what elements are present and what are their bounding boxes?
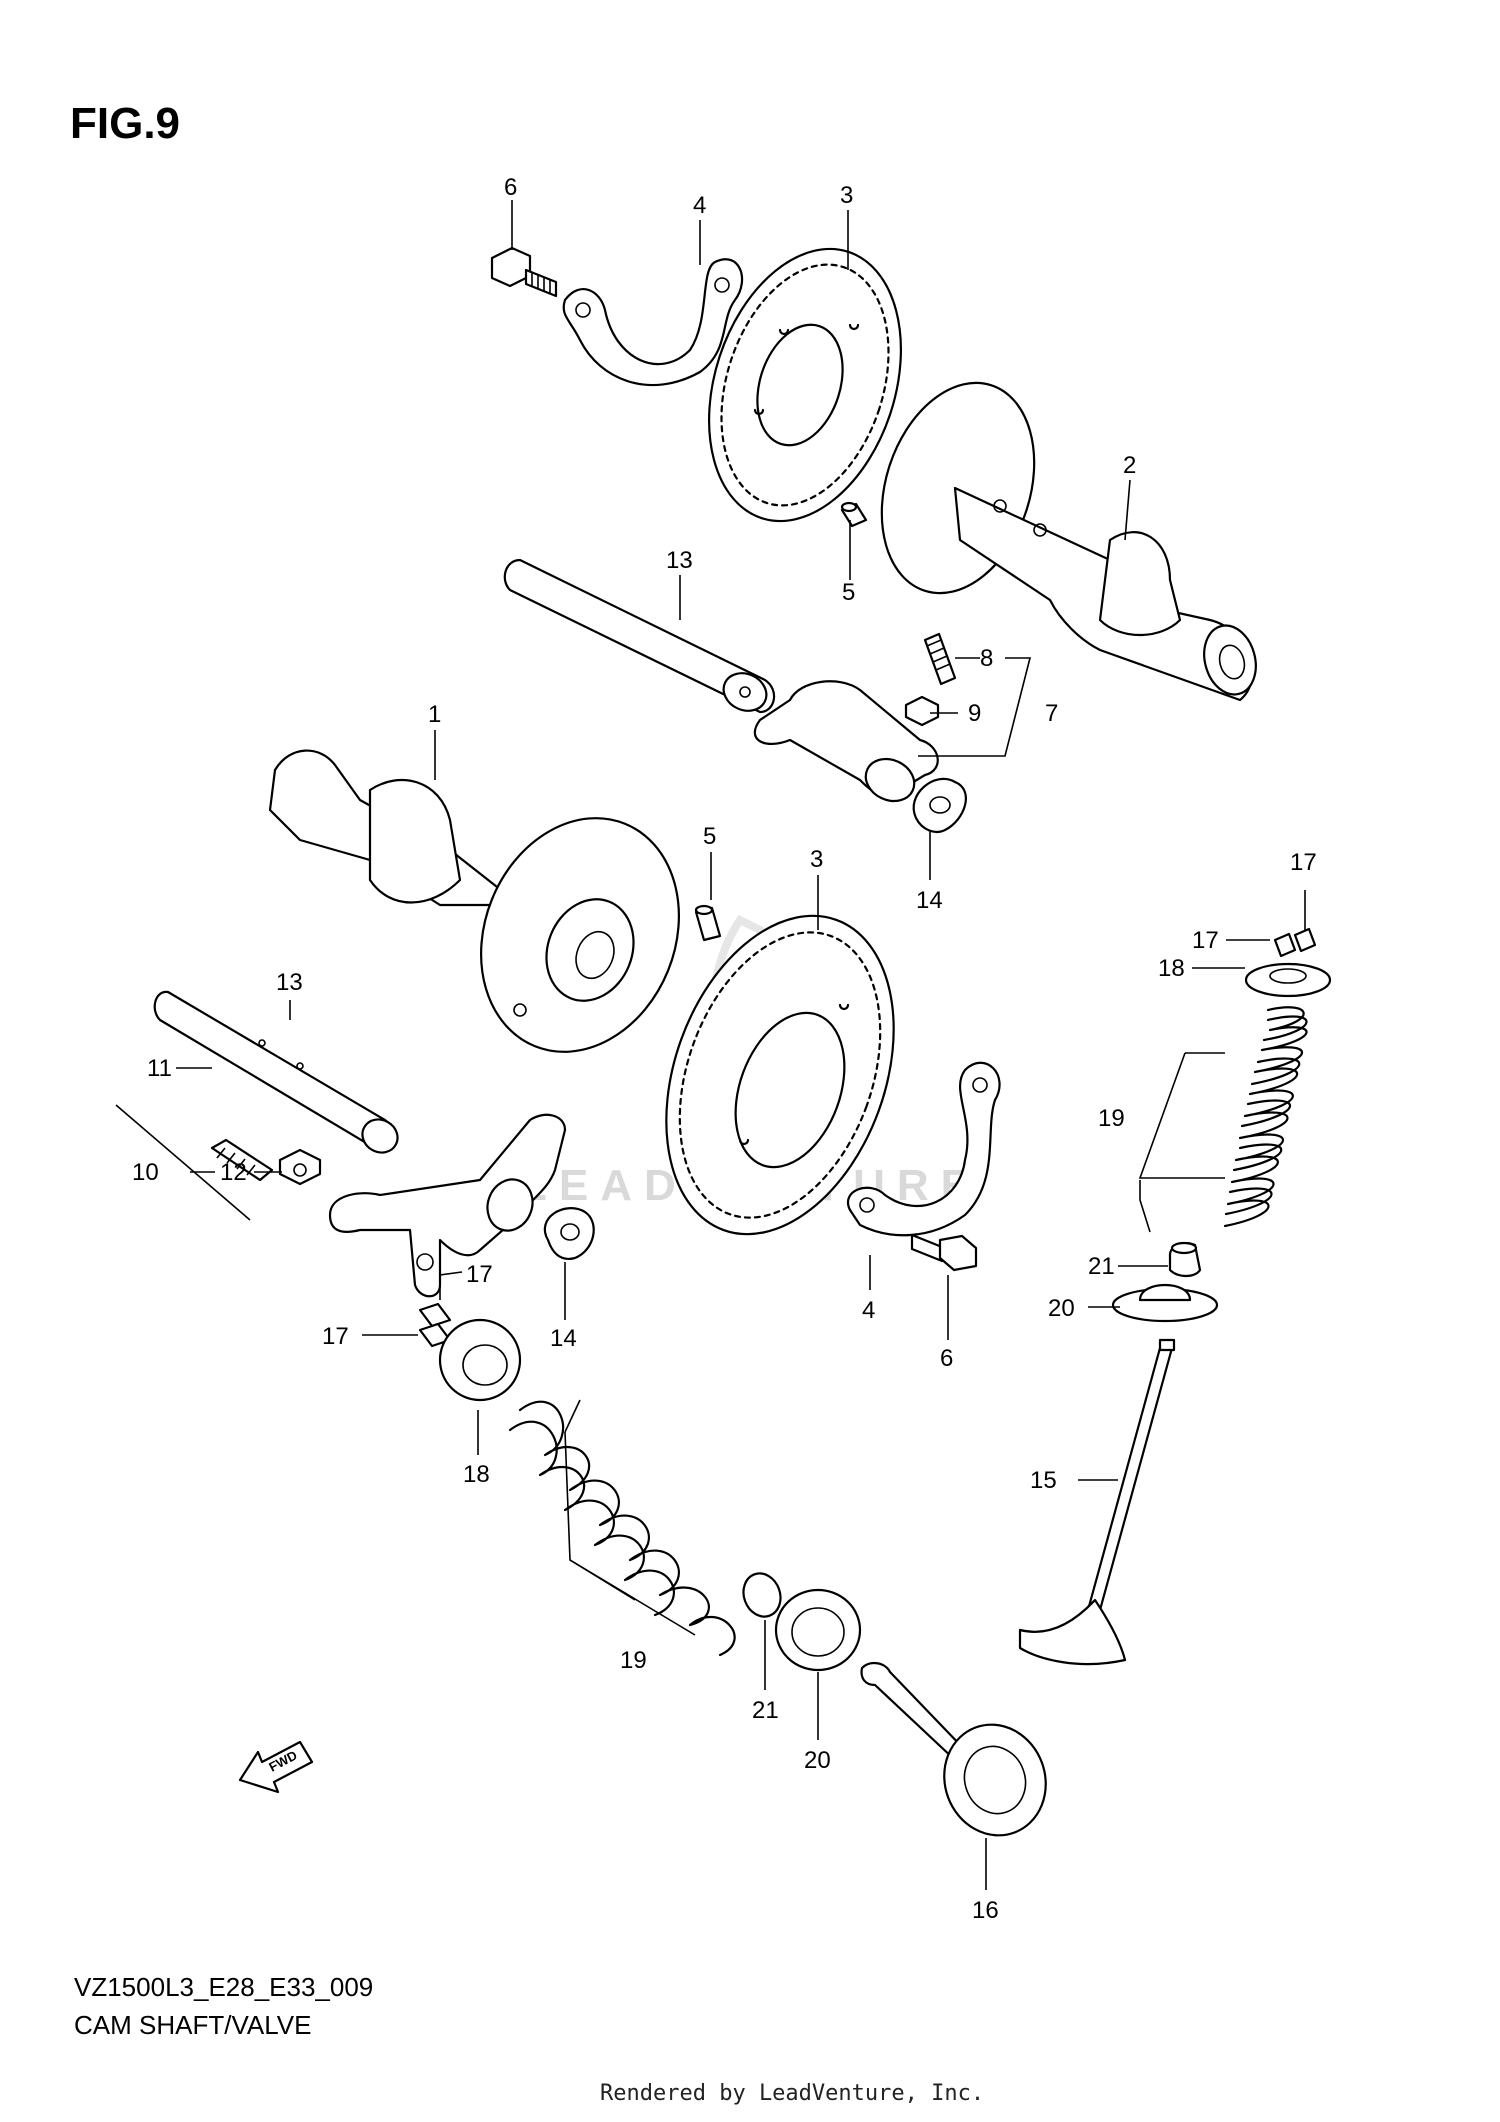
callout-16: 16 [972,1897,999,1924]
part-cotter-lower [418,1302,452,1348]
callout-14-lower: 14 [550,1325,577,1352]
part-bolt-lower [910,1233,978,1272]
callout-15: 15 [1030,1467,1057,1494]
callout-18-lower: 18 [463,1461,490,1488]
callout-17-top: 17 [1290,849,1317,876]
rendered-by: Rendered by LeadVenture, Inc. [600,2081,984,2106]
part-plate-14-lower [543,1207,595,1260]
model-code: VZ1500L3_E28_E33_009 [74,1972,373,2002]
callout-8: 8 [980,645,993,672]
callouts: 6 4 3 2 13 5 8 9 7 1 14 5 3 17 17 18 13 … [132,174,1317,1924]
part-seat-right [1111,1283,1219,1323]
part-seal-right [1168,1241,1202,1278]
part-valve-16 [860,1662,1047,1837]
part-springs-lower [508,1400,782,1657]
part-gear-upper [707,247,903,523]
part-cotters-right [1273,927,1317,958]
callout-4-lower: 4 [862,1297,875,1324]
part-springs-right [1223,1006,1308,1228]
callout-3-upper: 3 [840,182,853,209]
callout-13-upper: 13 [666,547,693,574]
callout-18-right: 18 [1158,955,1185,982]
callout-19-lower: 19 [620,1647,647,1674]
part-dowel-upper [840,501,868,528]
part-retainer-lower [438,1318,522,1402]
part-valve-15 [1018,1338,1176,1666]
callout-17-lower-b: 17 [322,1323,349,1350]
part-rocker-shaft-lower [153,990,399,1154]
callout-11: 11 [147,1055,172,1082]
callout-21-right: 21 [1088,1253,1115,1280]
part-bracket-lower [846,1061,1001,1237]
callout-6-upper: 6 [504,174,517,201]
part-camshaft-1 [268,749,680,1053]
part-camshaft-2 [880,381,1257,702]
callout-21-lower: 21 [752,1697,779,1724]
part-bracket-upper [562,258,744,387]
part-rocker-shaft-upper [503,558,776,714]
figure-caption: CAM SHAFT/VALVE [74,2010,311,2040]
callout-9: 9 [968,700,981,727]
callout-17-right: 17 [1192,927,1219,954]
part-plate-14-upper [912,777,967,834]
leader-lines [115,200,1306,1890]
callout-3-lower: 3 [810,846,823,873]
callout-20-right: 20 [1048,1295,1075,1322]
figure-title: FIG.9 [70,99,180,148]
callout-7: 7 [1045,700,1058,727]
callout-5-upper: 5 [842,579,855,606]
callout-12: 12 [220,1159,247,1186]
callout-1: 1 [428,701,441,728]
part-dowel-lower [694,904,722,942]
callout-17-lower-a: 17 [466,1261,493,1288]
callout-2: 2 [1123,452,1136,479]
part-gear-lower [665,914,895,1236]
part-retainer-right [1244,962,1332,998]
part-rocker-arm-lower [210,1113,567,1298]
callout-6-lower: 6 [940,1345,953,1372]
callout-14-upper: 14 [916,887,943,914]
callout-4-upper: 4 [693,192,706,219]
part-rocker-arm-upper [753,632,957,803]
callout-13-lower: 13 [276,969,303,996]
fwd-arrow-icon: FWD [238,1740,314,1794]
callout-5-lower: 5 [703,823,716,850]
callout-10: 10 [132,1159,159,1186]
callout-20-lower: 20 [804,1747,831,1774]
part-seat-lower [774,1588,862,1672]
callout-19-right: 19 [1098,1105,1125,1132]
part-bolt-upper [490,246,558,298]
